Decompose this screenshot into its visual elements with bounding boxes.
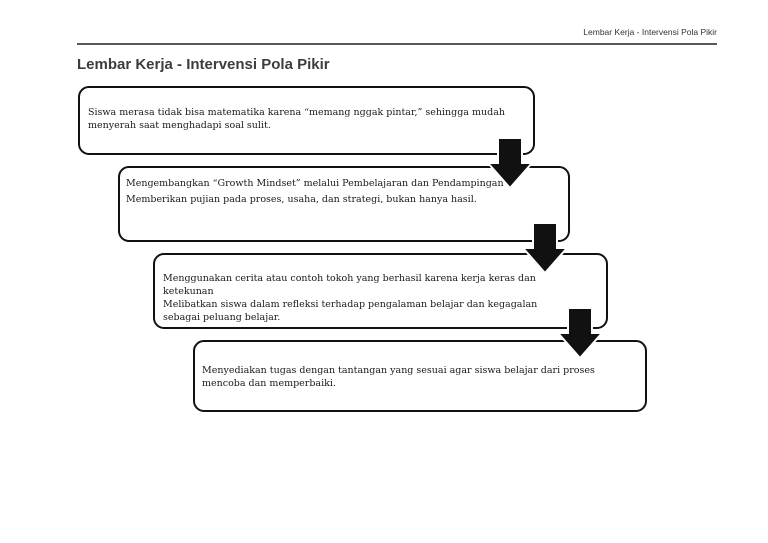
flow-box-text: Mengembangkan “Growth Mindset” melalui P… [126, 178, 504, 189]
flow-box-text: Menyediakan tugas dengan tantangan yang … [202, 365, 595, 389]
page-title: Lembar Kerja - Intervensi Pola Pikir [77, 56, 330, 73]
flow-box-text: Melibatkan siswa dalam refleksi terhadap… [163, 299, 538, 323]
header-divider-line [77, 43, 717, 45]
flow-box-text: Siswa merasa tidak bisa matematika karen… [88, 107, 505, 131]
down-arrow-icon [557, 307, 603, 359]
flow-box-step-1: Mengembangkan “Growth Mindset” melalui P… [118, 166, 570, 242]
flow-box-problem: Siswa merasa tidak bisa matematika karen… [78, 86, 535, 155]
down-arrow-icon [522, 222, 568, 274]
document-header-title: Lembar Kerja - Intervensi Pola Pikir [583, 27, 717, 37]
flow-box-text: Memberikan pujian pada proses, usaha, da… [126, 194, 477, 205]
flow-box-text: Menggunakan cerita atau contoh tokoh yan… [163, 273, 536, 297]
flow-box-step-3: Menyediakan tugas dengan tantangan yang … [193, 340, 647, 412]
down-arrow-icon [487, 137, 533, 189]
flow-box-step-2: Menggunakan cerita atau contoh tokoh yan… [153, 253, 608, 329]
